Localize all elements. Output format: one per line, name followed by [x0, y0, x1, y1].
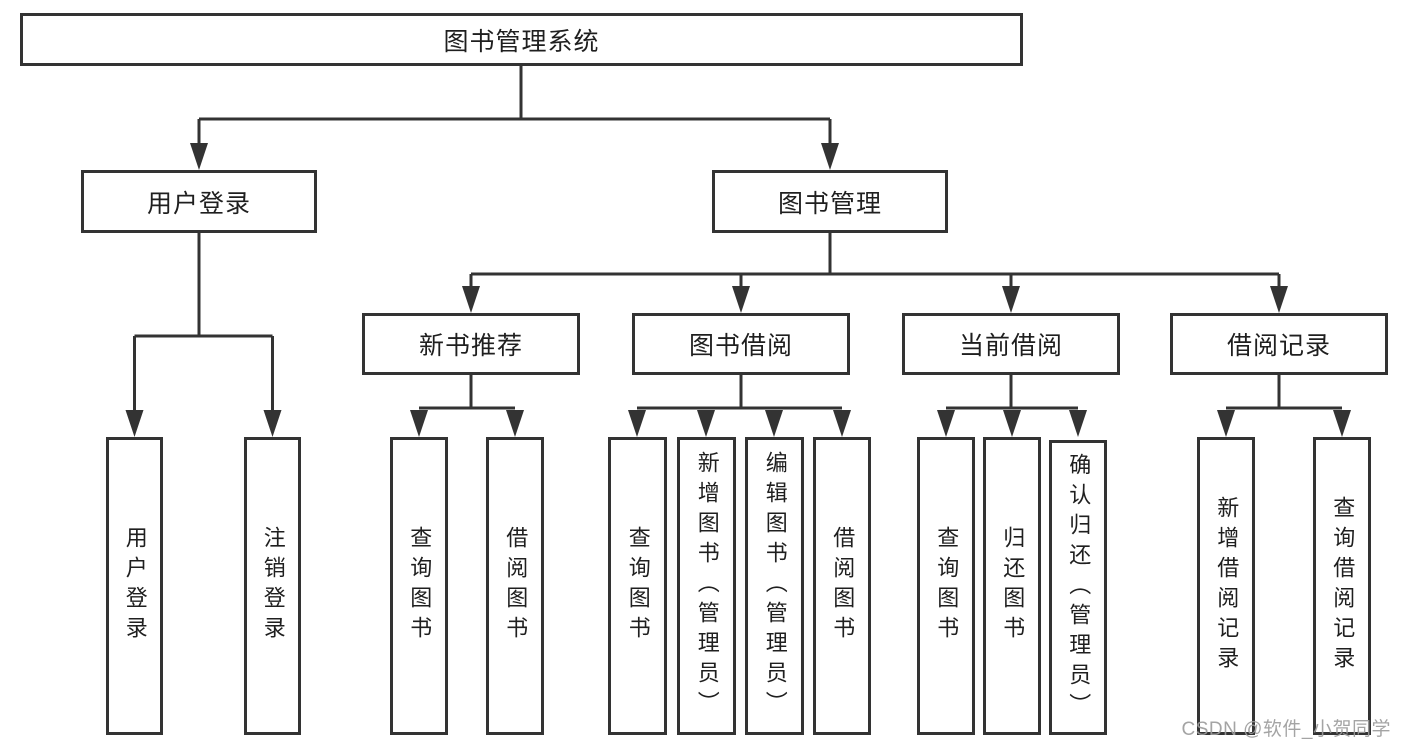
arrowhead-icon [125, 410, 144, 437]
arrowhead-icon [937, 410, 955, 437]
arrowhead-icon [732, 286, 750, 313]
arrowhead-icon [833, 410, 851, 437]
arrowhead-icon [1333, 410, 1351, 437]
arrowhead-icon [1270, 286, 1288, 313]
leaf-logout-login: 注销登录 [244, 437, 301, 735]
arrowhead-icon [506, 410, 524, 437]
csdn-watermark: CSDN @软件_小贺同学 [1181, 719, 1391, 740]
node-current-borrowing: 当前借阅 [902, 313, 1120, 375]
leaf-borrowing-query-books: 查询图书 [608, 437, 667, 735]
arrowhead-icon [410, 410, 428, 437]
node-borrowing-records: 借阅记录 [1170, 313, 1388, 375]
arrowhead-icon [1217, 410, 1235, 437]
leaf-recommend-borrow-books: 借阅图书 [486, 437, 544, 735]
node-new-book-recommend: 新书推荐 [362, 313, 580, 375]
node-root: 图书管理系统 [20, 13, 1023, 66]
arrowhead-icon [190, 143, 208, 170]
leaf-current-query-books: 查询图书 [917, 437, 975, 735]
arrowhead-icon [1069, 410, 1087, 437]
leaf-borrowing-edit-books-admin: 编辑图书（管理员） [745, 437, 804, 735]
node-book-borrowing: 图书借阅 [632, 313, 850, 375]
leaf-user-login: 用户登录 [106, 437, 163, 735]
leaf-records-add-record: 新增借阅记录 [1197, 437, 1255, 735]
leaf-records-query-record: 查询借阅记录 [1313, 437, 1371, 735]
arrowhead-icon [765, 410, 783, 437]
leaf-current-confirm-return-admin: 确认归还（管理员） [1049, 440, 1107, 735]
arrowhead-icon [697, 410, 715, 437]
node-book-management: 图书管理 [712, 170, 948, 233]
arrowhead-icon [1002, 286, 1020, 313]
arrowhead-icon [263, 410, 282, 437]
arrowhead-icon [462, 286, 480, 313]
arrowhead-icon [821, 143, 839, 170]
leaf-borrowing-add-books-admin: 新增图书（管理员） [677, 437, 736, 735]
node-user-login: 用户登录 [81, 170, 317, 233]
leaf-current-return-books: 归还图书 [983, 437, 1041, 735]
arrowhead-icon [1003, 410, 1021, 437]
leaf-borrowing-borrow-books: 借阅图书 [813, 437, 871, 735]
arrowhead-icon [628, 410, 646, 437]
leaf-recommend-query-books: 查询图书 [390, 437, 448, 735]
